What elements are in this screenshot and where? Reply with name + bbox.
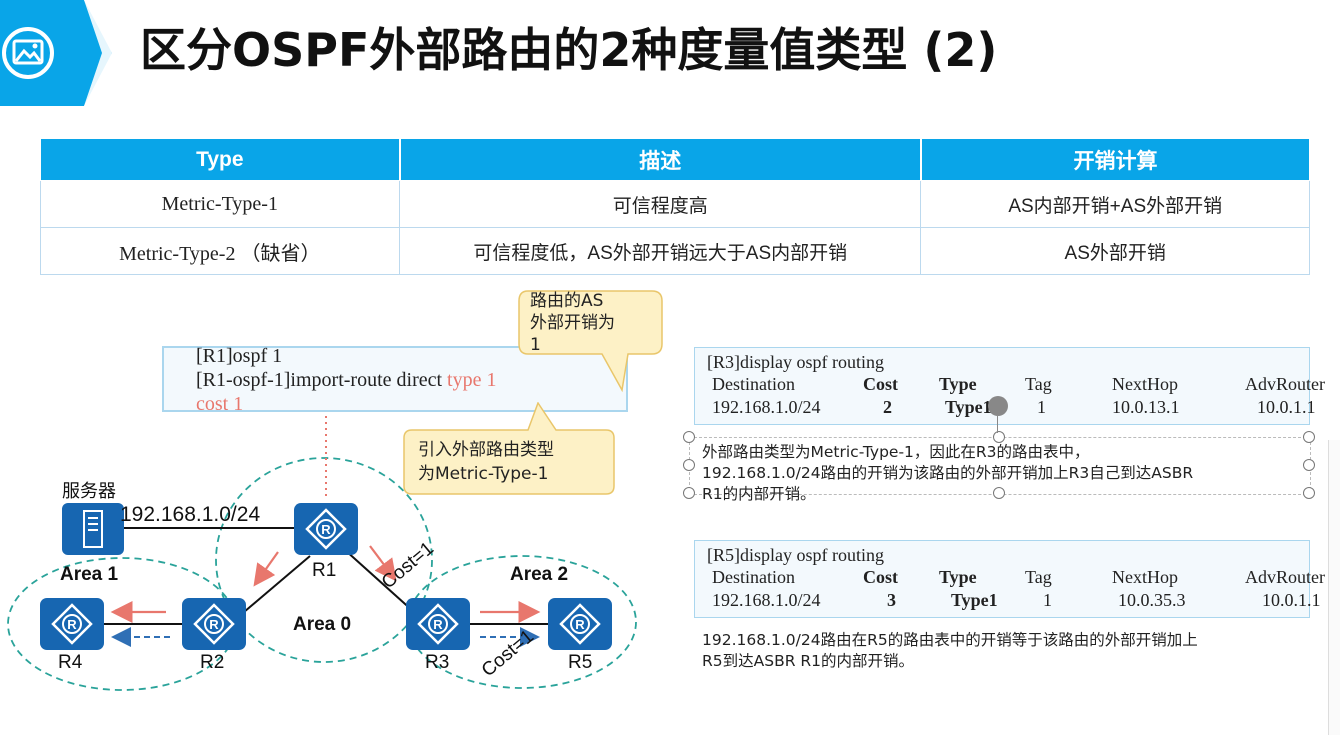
image-icon <box>2 27 54 79</box>
resize-handle[interactable] <box>993 487 1005 499</box>
header-logo <box>0 0 112 106</box>
r5-col-advrouter: AdvRouter <box>1245 567 1325 587</box>
r1-config-box: [R1]ospf 1 [R1-ospf-1]import-route direc… <box>162 345 628 415</box>
r3-col-destination: Destination <box>712 374 795 394</box>
r5-col-tag: Tag <box>1025 567 1052 587</box>
server-label: 服务器 <box>62 481 116 502</box>
table-row: Metric-Type-2 （缺省） 可信程度低，AS外部开销远大于AS内部开销… <box>39 227 1310 275</box>
r3-val-destination: 192.168.1.0/24 <box>712 397 821 417</box>
svg-text:R: R <box>321 522 331 537</box>
table-cell: 可信程度高 <box>399 180 922 228</box>
config-command: [R1-ospf-1]import-route direct <box>196 369 448 391</box>
resize-handle[interactable] <box>683 431 695 443</box>
svg-text:R: R <box>575 617 585 632</box>
r5-val-type: Type1 <box>951 590 998 610</box>
table-row: Metric-Type-1 可信程度高 AS内部开销+AS外部开销 <box>39 180 1310 228</box>
config-cost-param: cost 1 <box>196 393 244 415</box>
area-2-boundary <box>407 555 637 689</box>
table-cell: AS内部开销+AS外部开销 <box>920 180 1310 228</box>
r5-col-type: Type <box>939 567 977 587</box>
r3-col-cost: Cost <box>863 374 898 394</box>
resize-handle[interactable] <box>683 487 695 499</box>
router-label-r1: R1 <box>312 560 337 581</box>
r5-col-cost: Cost <box>863 567 898 587</box>
lsa-arrow <box>369 545 397 582</box>
r5-explanation: 192.168.1.0/24路由在R5的路由表中的开销等于该路由的外部开销加上 … <box>702 631 1198 670</box>
table-header-row: Type 描述 开销计算 <box>39 138 1310 181</box>
resize-handle[interactable] <box>1303 459 1315 471</box>
table-cell: Metric-Type-1 <box>39 180 401 228</box>
network-label: 192.168.1.0/24 <box>120 503 261 526</box>
router-r5-icon: R <box>548 598 612 650</box>
router-label-r2: R2 <box>200 652 225 673</box>
area-0-label: Area 0 <box>293 614 352 635</box>
type-callout: 引入外部路由类型 为Metric-Type-1 <box>418 440 554 484</box>
r3-val-nexthop: 10.0.13.1 <box>1112 397 1180 417</box>
r3-val-tag: 1 <box>1037 397 1046 417</box>
resize-handle[interactable] <box>993 431 1005 443</box>
svg-text:R: R <box>67 617 77 632</box>
server-icon <box>62 503 124 555</box>
rotate-handle[interactable] <box>988 396 1008 416</box>
table-cell: AS外部开销 <box>920 227 1310 275</box>
router-label-r4: R4 <box>58 652 83 673</box>
r5-command: [R5]display ospf routing <box>707 545 884 565</box>
table-cell: 可信程度低，AS外部开销远大于AS内部开销 <box>399 227 922 275</box>
router-r4-icon: R <box>40 598 104 650</box>
r3-val-advrouter: 10.0.1.1 <box>1257 397 1316 417</box>
config-type-param: type 1 <box>447 369 497 391</box>
r5-val-destination: 192.168.1.0/24 <box>712 590 821 610</box>
r3-explanation: 外部路由类型为Metric-Type-1，因此在R3的路由表中， 192.168… <box>702 443 1194 503</box>
r3-col-nexthop: NextHop <box>1112 374 1178 394</box>
link-r1-r2 <box>243 555 311 613</box>
config-line-2: [R1-ospf-1]import-route direct type 1 <box>196 368 496 392</box>
r3-val-type: Type1 <box>945 397 992 417</box>
area-0-boundary <box>215 457 433 663</box>
type-callout-shape <box>403 402 615 495</box>
r3-col-advrouter: AdvRouter <box>1245 374 1325 394</box>
r5-val-advrouter: 10.0.1.1 <box>1262 590 1321 610</box>
svg-text:R: R <box>209 617 219 632</box>
r5-val-nexthop: 10.0.35.3 <box>1118 590 1186 610</box>
rotate-handle-stem <box>997 416 998 433</box>
cost-callout-shape <box>518 290 663 393</box>
r5-val-tag: 1 <box>1043 590 1052 610</box>
router-r3-icon: R <box>406 598 470 650</box>
config-line-1: [R1]ospf 1 <box>196 345 283 367</box>
metric-type-table: Type 描述 开销计算 Metric-Type-1 可信程度高 AS内部开销+… <box>39 138 1310 275</box>
r3-col-tag: Tag <box>1025 374 1052 394</box>
area-2-label: Area 2 <box>510 564 569 585</box>
area-1-label: Area 1 <box>60 564 119 585</box>
r5-col-nexthop: NextHop <box>1112 567 1178 587</box>
table-cell: Metric-Type-2 （缺省） <box>39 227 401 275</box>
table-header-type: Type <box>39 138 401 181</box>
r5-display-output: [R5]display ospf routing Destination Cos… <box>694 540 1325 618</box>
cost-callout: 路由的AS 外部开销为 1 <box>530 291 615 355</box>
router-label-r5: R5 <box>568 652 593 673</box>
lsa-arrow <box>253 551 279 587</box>
r3-col-type: Type <box>939 374 977 394</box>
resize-handle[interactable] <box>683 459 695 471</box>
r5-val-cost: 3 <box>887 590 896 610</box>
table-header-cost: 开销计算 <box>919 138 1310 181</box>
side-toolbar[interactable] <box>1328 440 1340 735</box>
table-header-desc: 描述 <box>398 138 922 181</box>
r3-val-cost: 2 <box>883 397 892 417</box>
router-r2-icon: R <box>182 598 246 650</box>
topology-diagram: R R R R R <box>7 410 637 691</box>
r3-command: [R3]display ospf routing <box>707 352 884 372</box>
resize-handle[interactable] <box>1303 431 1315 443</box>
svg-text:R: R <box>433 617 443 632</box>
resize-handle[interactable] <box>1303 487 1315 499</box>
page-title: 区分OSPF外部路由的2种度量值类型 (2) <box>140 23 998 77</box>
r5-col-destination: Destination <box>712 567 795 587</box>
router-label-r3: R3 <box>425 652 450 673</box>
router-r1-icon: R <box>294 503 358 555</box>
